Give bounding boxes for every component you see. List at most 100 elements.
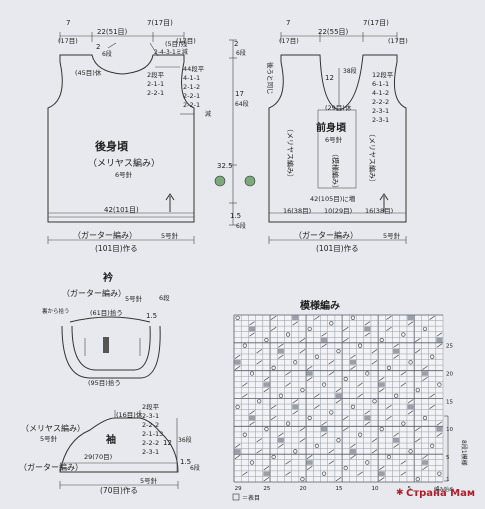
sleeve-shape-21113: 2-1-13 bbox=[142, 430, 163, 438]
back-garter-needle: 5号針 bbox=[161, 231, 179, 240]
decrease-symbol bbox=[270, 415, 277, 421]
chart-col-label: 5 bbox=[408, 486, 412, 492]
purl-cell bbox=[407, 315, 414, 321]
back-needle: 6号針 bbox=[115, 170, 133, 179]
yarn-over-symbol bbox=[249, 371, 255, 376]
back-shape-2212: 2-2-1 bbox=[183, 92, 200, 100]
decrease-symbol bbox=[429, 315, 435, 320]
decrease-symbol bbox=[292, 399, 299, 404]
decrease-symbol bbox=[342, 427, 349, 432]
chart-col-label: 10 bbox=[372, 486, 379, 492]
yarn-over-symbol bbox=[264, 337, 269, 343]
decrease-symbol bbox=[328, 460, 335, 465]
purl-cell bbox=[277, 437, 284, 443]
purl-cell bbox=[292, 315, 299, 321]
sleeve-dim-12: 12 bbox=[163, 439, 172, 447]
yarn-over-symbol bbox=[430, 354, 435, 359]
legend-box bbox=[232, 493, 240, 501]
decrease-symbol bbox=[422, 466, 428, 471]
yarn-over-symbol bbox=[264, 427, 269, 432]
decrease-symbol bbox=[393, 443, 399, 448]
decrease-symbol bbox=[350, 365, 356, 370]
purl-cell bbox=[320, 337, 328, 343]
front-stitch-left: （メリヤス編み） bbox=[286, 125, 295, 181]
collar-piece: 衿 （ガーター編み） 5号針 裏から拾う (61目)拾う 1.5 6段 (95目… bbox=[42, 271, 170, 387]
decrease-symbol bbox=[299, 349, 306, 354]
decrease-symbol bbox=[364, 332, 371, 337]
decrease-symbol bbox=[328, 360, 335, 365]
yarn-over-symbol bbox=[300, 388, 305, 393]
front-dim-7-left: 7 bbox=[286, 19, 290, 27]
front-stitch-right: （メリヤス編み） bbox=[368, 130, 377, 186]
watermark-logo: ✱ Страна Мам bbox=[396, 488, 475, 499]
front-dim-22: 22(55目) bbox=[318, 28, 349, 36]
purl-cell bbox=[421, 460, 429, 465]
back-neck-45: (45目)休 bbox=[75, 68, 102, 77]
collar-top-curve bbox=[69, 316, 151, 323]
decrease-symbol bbox=[321, 432, 327, 437]
yarn-over-symbol bbox=[401, 332, 406, 337]
yarn-over-symbol bbox=[415, 477, 420, 482]
back-dim-6-rows: 6段 bbox=[102, 50, 112, 58]
front-16-38-right: 16(38目) bbox=[365, 207, 393, 215]
purl-cell bbox=[393, 437, 400, 443]
decrease-symbol bbox=[364, 321, 371, 326]
decrease-symbol bbox=[285, 471, 291, 476]
decrease-symbol bbox=[306, 466, 313, 471]
yarn-over-symbol bbox=[307, 326, 312, 331]
yarn-over-symbol bbox=[336, 349, 341, 354]
back-dim-17-right: (17目) bbox=[176, 37, 196, 45]
yarn-over-symbol bbox=[379, 337, 384, 343]
decrease-symbol bbox=[234, 354, 241, 359]
sleeve-shape-221: 2-2-2 bbox=[142, 421, 159, 429]
yarn-over-symbol bbox=[242, 343, 247, 348]
sleeve-piece: （メリヤス編み） 5号針 (16目)休 袖 29(70目) （ガーター編み） 5… bbox=[19, 402, 200, 495]
front-shape-12rows: 12段平 bbox=[372, 70, 394, 79]
collar-dim-6rows: 6段 bbox=[159, 293, 170, 302]
back-dim-7-17-right: 7(17目) bbox=[147, 19, 173, 27]
decrease-symbol bbox=[321, 343, 327, 348]
front-shape-611: 6-1-1 bbox=[372, 80, 389, 88]
decrease-symbol bbox=[371, 360, 378, 365]
sleeve-stitch-needle: 5号針 bbox=[40, 434, 58, 443]
chart-start-note: 編み始め bbox=[434, 486, 454, 493]
yarn-over-symbol bbox=[401, 421, 406, 426]
chart-row-label: 20 bbox=[446, 371, 453, 377]
decrease-symbol bbox=[263, 466, 270, 471]
yarn-over-symbol bbox=[329, 321, 334, 326]
decrease-symbol bbox=[371, 349, 378, 354]
decrease-symbol bbox=[386, 326, 392, 331]
decrease-symbol bbox=[436, 432, 443, 437]
chart-col-label: 15 bbox=[336, 486, 343, 492]
yarn-over-symbol bbox=[285, 332, 291, 337]
decrease-symbol bbox=[306, 376, 313, 382]
decrease-symbol bbox=[249, 321, 255, 326]
yarn-over-symbol bbox=[343, 466, 348, 471]
yarn-over-symbol bbox=[365, 371, 370, 376]
collar-join-mark bbox=[103, 337, 109, 353]
decrease-symbol bbox=[429, 404, 435, 409]
back-shape-411: 4-1-1 bbox=[183, 74, 200, 82]
decrease-symbol bbox=[263, 388, 270, 393]
decrease-symbol bbox=[407, 399, 414, 404]
decrease-symbol bbox=[328, 449, 335, 454]
decrease-symbol bbox=[306, 365, 313, 370]
decrease-symbol bbox=[256, 349, 262, 354]
back-shape-211: 2-1-1 bbox=[147, 80, 164, 88]
purl-cell bbox=[306, 371, 313, 376]
chart-col-label: 20 bbox=[299, 486, 306, 492]
chart-row-label: 25 bbox=[446, 344, 453, 350]
decrease-symbol bbox=[249, 332, 255, 337]
purl-cell bbox=[248, 415, 256, 421]
decrease-symbol bbox=[422, 365, 428, 370]
decrease-symbol bbox=[415, 438, 421, 443]
sleeve-dim-15: 1.5 bbox=[180, 458, 191, 466]
decrease-symbol bbox=[386, 404, 392, 409]
decrease-symbol bbox=[393, 432, 399, 437]
front-shape-2313: 2-3-1 bbox=[372, 107, 389, 115]
decrease-symbol bbox=[415, 338, 421, 343]
decrease-symbol bbox=[400, 460, 407, 465]
decrease-symbol bbox=[335, 477, 342, 482]
chart-legend: ＝表目 bbox=[242, 494, 260, 502]
